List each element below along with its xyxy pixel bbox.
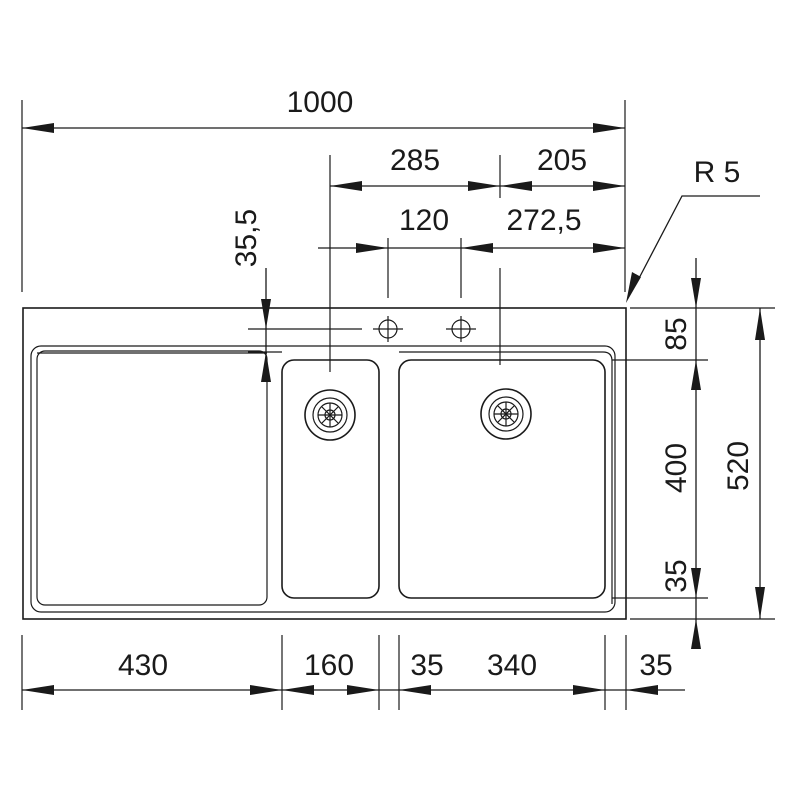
sink-outer-edge — [22, 307, 627, 620]
label-small-bowl-width: 160 — [304, 649, 354, 682]
label-right-to-tap: 205 — [537, 144, 587, 177]
large-bowl — [398, 359, 606, 599]
label-corner-radius: R 5 — [694, 156, 741, 189]
label-top-margin: 85 — [660, 317, 693, 350]
dim-overall-width: 1000 — [22, 86, 625, 133]
label-tap-offset: 285 — [390, 144, 440, 177]
label-tap-hole-inset: 35,5 — [230, 209, 263, 267]
dim-overall-depth: 520 — [722, 308, 765, 619]
large-bowl-drain — [480, 388, 532, 440]
label-large-bowl-width: 340 — [487, 649, 537, 682]
large-bowl-rim — [399, 351, 613, 604]
label-tap-hole-spacing: 120 — [399, 204, 449, 237]
corner-radius-callout: R 5 — [626, 156, 760, 303]
label-overall-width: 1000 — [287, 86, 354, 119]
label-bowl-gap: 35 — [410, 649, 443, 682]
dim-120-272: 120 272,5 — [318, 204, 625, 253]
sink-inner-rim — [30, 345, 616, 613]
small-bowl — [281, 359, 380, 599]
small-bowl-drain — [304, 389, 356, 441]
label-tap-to-right: 272,5 — [506, 204, 581, 237]
dim-285-205: 285 205 — [330, 144, 625, 191]
label-bowl-depth: 400 — [660, 443, 693, 493]
sink-body — [22, 307, 627, 620]
label-right-margin: 35 — [639, 649, 672, 682]
tap-hole-left — [373, 316, 403, 342]
label-bottom-margin: 35 — [660, 559, 693, 592]
drainer-area — [36, 350, 268, 606]
label-drainer-width: 430 — [118, 649, 168, 682]
tap-hole-right — [446, 316, 476, 342]
dim-bottom-widths: 430 160 35 340 35 — [22, 649, 685, 695]
label-overall-depth: 520 — [722, 441, 755, 491]
extension-lines — [21, 100, 775, 710]
dim-tap-hole-inset: 35,5 — [230, 209, 271, 382]
dim-85-400-35: 85 400 35 — [660, 258, 701, 649]
